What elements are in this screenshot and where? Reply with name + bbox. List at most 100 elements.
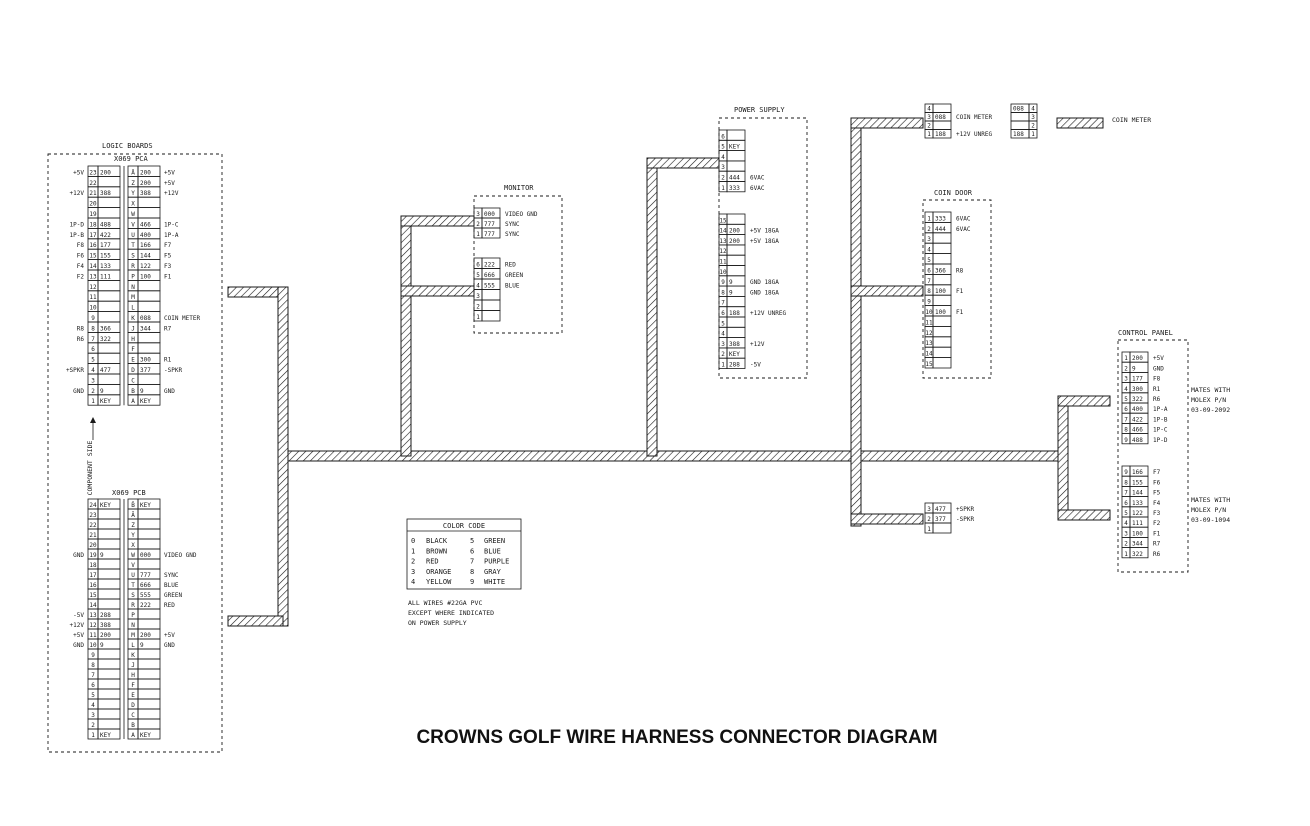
coin-door-frame: [922, 199, 992, 379]
pca-right-wire-cell: [137, 290, 161, 302]
coin-door-wire-cell: [932, 242, 952, 254]
pca-right-wire: 088: [140, 315, 151, 322]
pca-right-wire-cell: [137, 394, 161, 406]
control-a-pin: 1: [1124, 355, 1128, 362]
pca-right-pin: L: [131, 305, 135, 312]
pca-left-signal: F8: [77, 242, 85, 249]
power-b-wire: 388: [729, 341, 740, 348]
mates-1-line-2: MOLEX P/N: [1191, 396, 1226, 404]
pca-right-wire: 377: [140, 367, 151, 374]
pca-left-wire-cell: [97, 196, 121, 208]
pca-right-signal: +5V: [164, 180, 175, 187]
pcb-left-wire: 388: [100, 622, 111, 629]
control-b-wire: 166: [1132, 469, 1143, 476]
control-b-pin: 2: [1124, 541, 1128, 548]
power-b-pin: 7: [721, 300, 725, 307]
control-b-wire: 111: [1132, 520, 1143, 527]
pcb-right-pin: E: [131, 692, 135, 699]
wire-note-3: ON POWER SUPPLY: [408, 619, 467, 627]
power-b-label: GND 18GA: [750, 289, 779, 296]
coin-door-wire: 100: [935, 309, 946, 316]
color-code-color: PURPLE: [484, 558, 509, 566]
pcb-right-wire-cell: [137, 528, 161, 540]
power-b-wire-cell: [726, 295, 746, 308]
pcb-right-pin: A: [131, 732, 135, 739]
power-a-wire-cell: [726, 181, 746, 193]
pca-left-signal: +5V: [73, 169, 84, 176]
pcb-right-pin: B: [131, 722, 135, 729]
pcb-left-wire: KEY: [100, 732, 111, 739]
pcb-left-wire-cell: [97, 568, 121, 580]
pca-left-pin: 18: [89, 221, 97, 228]
power-b-label: +5V 18GA: [750, 238, 779, 245]
control-b-pin: 4: [1124, 520, 1128, 527]
control-b-label: F2: [1153, 520, 1161, 527]
color-code-color: RED: [426, 558, 439, 566]
pca-left-signal: 1P-D: [70, 221, 85, 228]
speaker-pin: 3: [927, 506, 931, 513]
pcb-right-wire-cell: [137, 608, 161, 620]
coin-meter-left-pin: 3: [927, 114, 931, 121]
pcb-right-wire-cell: [137, 678, 161, 690]
speaker-pin: 2: [927, 516, 931, 523]
speaker-branch: [850, 513, 924, 525]
control-trunk-vertical: [1057, 395, 1069, 521]
pcb-left-wire-cell: [97, 708, 121, 720]
coin-door-pin: 5: [927, 257, 931, 264]
pcb-right-signal: GREEN: [164, 592, 182, 599]
monitor-a-wire: 777: [484, 231, 495, 238]
speaker-wire: 377: [935, 516, 946, 523]
pca-right-wire: 200: [140, 169, 151, 176]
pca-right-wire: 300: [140, 357, 151, 364]
pcb-right-pin: C: [131, 712, 135, 719]
pcb-left-pin: 22: [89, 522, 97, 529]
pcb-right-pin: N: [131, 622, 135, 629]
pca-left-wire: 133: [100, 263, 111, 270]
coin-meter-tail: [1056, 117, 1104, 129]
pcb-left-wire: 9: [100, 552, 104, 559]
pca-left-pin: 20: [89, 201, 97, 208]
coin-meter-right-pin: 2: [1031, 123, 1035, 130]
power-drop: [646, 157, 658, 457]
control-a-label: 1P-A: [1153, 406, 1168, 413]
pca-right-wire: 344: [140, 325, 151, 332]
coin-meter-right-pin: 3: [1031, 114, 1035, 121]
power-b-pin: 5: [721, 320, 725, 327]
control-b-label: F6: [1153, 479, 1161, 486]
color-code-color: GRAY: [484, 568, 502, 576]
coin-meter-right-pin: 4: [1031, 106, 1035, 113]
coin-door-title: COIN DOOR: [934, 189, 973, 197]
power-a-wire-cell: [726, 129, 746, 141]
mates-1-line-1: MATES WITH: [1191, 386, 1230, 394]
pcb-right-pin: S: [131, 592, 135, 599]
pca-left-pin: 23: [89, 169, 97, 176]
power-supply-frame: [718, 117, 808, 379]
pca-left-signal: F4: [77, 263, 85, 270]
pca-right-wire-cell: [137, 196, 161, 208]
pcb-right-pin: L: [131, 642, 135, 649]
monitor-b-wire: 555: [484, 283, 495, 290]
power-a-pin: 6: [721, 133, 725, 140]
pcb-left-pin: 21: [89, 532, 97, 539]
main-trunk: [282, 450, 1059, 462]
pca-left-pin: 6: [91, 346, 95, 353]
pca-right-pin: H: [131, 336, 135, 343]
pca-left-signal: F2: [77, 273, 85, 280]
pcb-right-pin: R: [131, 602, 135, 609]
control-b-pin: 7: [1124, 490, 1128, 497]
pcb-left-wire: 200: [100, 632, 111, 639]
color-code-color: BLACK: [426, 537, 448, 545]
pca-left-wire: 177: [100, 242, 111, 249]
pca-left-signal: R8: [77, 325, 85, 332]
monitor-b-pin: 3: [476, 293, 480, 300]
pcb-left-pin: 18: [89, 562, 97, 569]
control-b-label: R7: [1153, 541, 1161, 548]
coin-meter-left-label: +12V UNREG: [956, 131, 993, 138]
pcb-right-wire: KEY: [140, 732, 151, 739]
control-a-pin: 3: [1124, 376, 1128, 383]
pcb-right-signal: GND: [164, 642, 175, 649]
pcb-right-pin: H: [131, 672, 135, 679]
